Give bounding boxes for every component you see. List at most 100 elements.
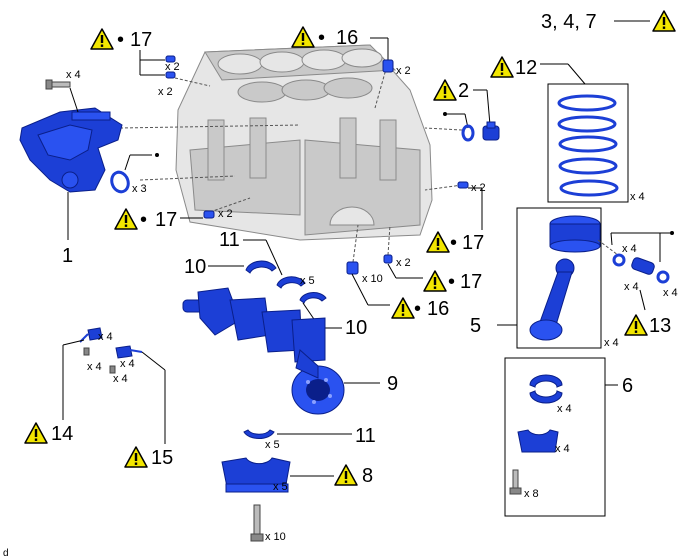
knock-pin-top1 (165, 55, 176, 63)
callout-9: 9 (387, 373, 398, 395)
qty-rings: x 4 (630, 191, 645, 203)
cap-bolt-icon (250, 504, 264, 542)
callout-15: 15 (151, 447, 173, 469)
warning-icon-12 (490, 56, 514, 78)
callout-16a: 16 (336, 27, 358, 49)
callout-6: 6 (622, 375, 633, 397)
warning-icon-2 (433, 79, 457, 101)
qty-rod: x 4 (604, 337, 619, 349)
qty-nozzle14: x 4 (98, 331, 113, 343)
warning-icon-13 (624, 314, 648, 336)
piston-rod-box (516, 207, 602, 349)
qty-bearing-upper: x 5 (300, 275, 315, 287)
warning-icon-17a (90, 28, 114, 50)
nozzle-bolt-14 (83, 347, 90, 356)
qty-piston: x 4 (663, 287, 678, 299)
oil-jet-nozzle-15 (115, 345, 143, 359)
connecting-rod-cap (517, 429, 559, 453)
callout-10b: 10 (345, 317, 367, 339)
dashed-leaders (119, 61, 463, 263)
piston (549, 215, 601, 253)
callout-17d: 17 (460, 271, 482, 293)
cylinder-block (175, 44, 433, 241)
callout-5: 5 (470, 315, 481, 337)
qty-rod-bearing1: x 4 (557, 403, 572, 415)
qty-nozzle15: x 4 (120, 358, 135, 370)
lower-main-bearing (243, 429, 275, 440)
qty-pump-bolt: x 4 (66, 69, 81, 81)
qty-bearing-lower: x 5 (265, 439, 280, 451)
qty-bolt15: x 4 (113, 373, 128, 385)
callout-14: 14 (51, 423, 73, 445)
connecting-rod (529, 258, 575, 341)
callout-11a: 11 (219, 229, 240, 251)
piston-rings-box (547, 83, 629, 203)
bullet-17c: • (450, 232, 457, 254)
callout-17c: 17 (462, 232, 484, 254)
knock-pin-right (457, 181, 469, 189)
bullet-16b: • (414, 298, 421, 320)
knock-pin-left (203, 210, 215, 219)
warning-icon-17d (423, 270, 447, 292)
bullet-17b: • (140, 209, 147, 231)
piston-rings (557, 94, 619, 197)
warning-icon-15 (124, 446, 148, 468)
bullet-dot-13 (670, 231, 674, 235)
plug-bottom (346, 261, 359, 275)
upper-main-bearings (245, 260, 327, 304)
qty-bolt14: x 4 (87, 361, 102, 373)
callout-17a: 17 (130, 29, 152, 51)
warning-icon-17c (426, 231, 450, 253)
warning-icon-16a (291, 26, 315, 48)
plug-top (382, 59, 394, 73)
qty-rod-bearing2: x 4 (555, 443, 570, 455)
piston-pin (631, 257, 655, 275)
drain-plug (482, 121, 500, 141)
figure-code: d (3, 548, 9, 559)
qty-pin-top1: x 2 (165, 61, 180, 73)
callout-16b: 16 (427, 298, 449, 320)
crankshaft-bearing-cap (221, 457, 291, 493)
bullet-17d: • (448, 271, 455, 293)
qty-cap: x 5 (273, 481, 288, 493)
warning-icon-8 (334, 464, 358, 486)
qty-snap-ring: x 4 (624, 281, 639, 293)
oil-pump-assembly (19, 79, 123, 193)
bullet-17a: • (117, 29, 124, 51)
callout-11b: 11 (355, 425, 376, 447)
warning-icon-16b (391, 297, 415, 319)
qty-pin-bottom1: x 2 (396, 257, 411, 269)
o-ring-left (110, 170, 130, 194)
callout-8: 8 (362, 465, 373, 487)
crankshaft (182, 287, 345, 415)
qty-cap-bolt: x 10 (265, 531, 286, 543)
bullet-dot-2 (443, 112, 447, 116)
callout-2: 2 (458, 80, 469, 102)
warning-icon-14 (24, 422, 48, 444)
pump-bolt-icon (45, 79, 71, 90)
qty-pin-top2: x 2 (158, 86, 173, 98)
qty-plug-bottom: x 10 (362, 273, 383, 285)
knock-pin-bottom (383, 254, 393, 264)
warning-icon-17b (114, 208, 138, 230)
qty-pin-left: x 2 (218, 208, 233, 220)
warning-icon-3-4-7 (652, 10, 676, 32)
callout-12: 12 (515, 57, 537, 79)
qty-piston-pin: x 4 (622, 243, 637, 255)
callout-3-4-7: 3, 4, 7 (541, 11, 597, 33)
qty-plug-top: x 2 (396, 65, 411, 77)
knock-pin-top2 (165, 71, 176, 79)
bullet-dot-left (155, 153, 159, 157)
nozzle-bolt-15 (109, 365, 116, 374)
snap-ring-b (656, 270, 670, 284)
callout-10a: 10 (184, 256, 206, 278)
qty-rod-bolt: x 8 (524, 488, 539, 500)
gasket-2 (461, 124, 475, 142)
qty-oring-left: x 3 (132, 183, 147, 195)
callout-17b: 17 (155, 209, 177, 231)
callout-13: 13 (649, 315, 671, 337)
snap-ring-a (612, 253, 626, 267)
rod-bolt-icon (509, 469, 522, 495)
rod-bearing-upper (529, 374, 563, 404)
